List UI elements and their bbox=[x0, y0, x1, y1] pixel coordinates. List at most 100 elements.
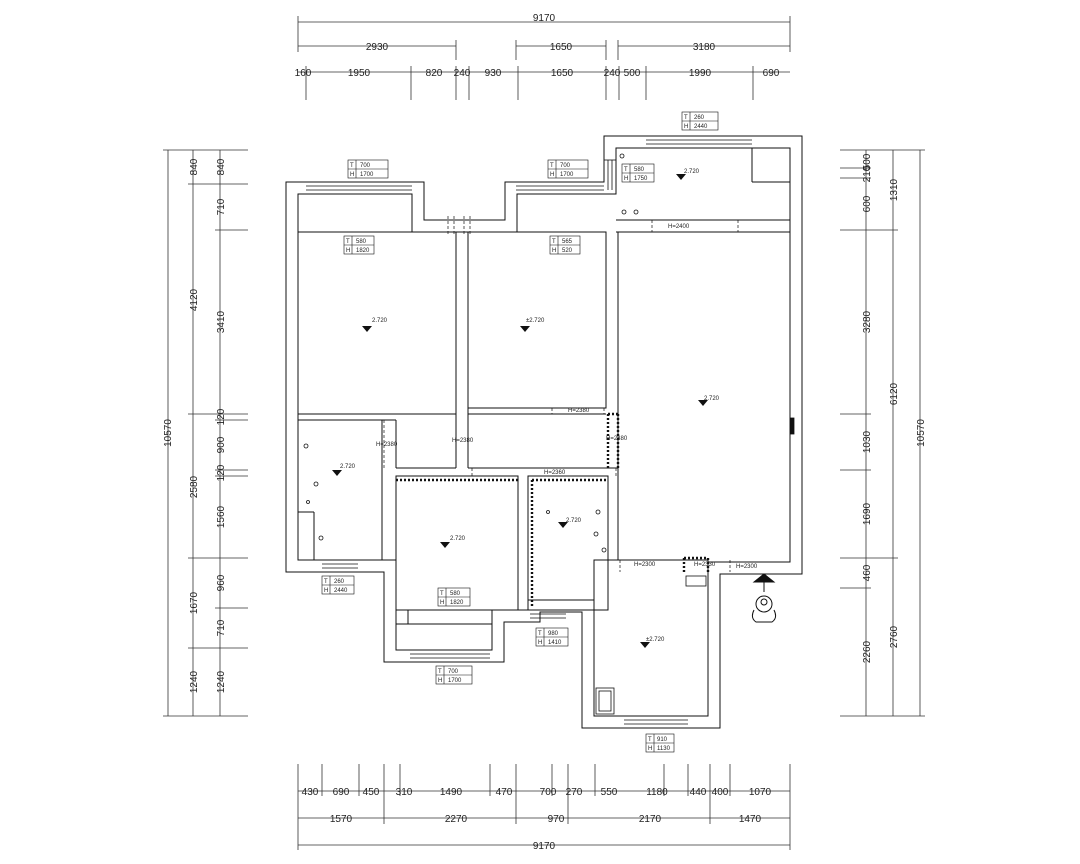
windows bbox=[306, 135, 752, 729]
svg-text:T: T bbox=[350, 163, 354, 169]
top-dim-2-2: 3180 bbox=[693, 42, 716, 53]
svg-text:H: H bbox=[648, 746, 652, 752]
bottom-dim-1-1: 690 bbox=[333, 787, 350, 798]
left-total-dim: 10570 bbox=[163, 419, 174, 447]
svg-text:T: T bbox=[550, 163, 554, 169]
tag-1-t: 700 bbox=[560, 163, 571, 169]
beam-label-6: H=2330 bbox=[694, 562, 716, 568]
right-inner-7: 2260 bbox=[862, 640, 873, 663]
svg-text:H: H bbox=[440, 600, 444, 606]
left-dimension-lines bbox=[163, 149, 248, 717]
svg-text:T: T bbox=[552, 239, 556, 245]
tag-9-t: 700 bbox=[448, 669, 459, 675]
right-inner-2: 600 bbox=[862, 195, 873, 212]
svg-text:H: H bbox=[624, 176, 628, 182]
right-outer-0: 1310 bbox=[889, 178, 900, 201]
left-inner-4: 900 bbox=[216, 436, 227, 453]
tag-5-h: 1750 bbox=[634, 176, 648, 182]
top-dim-2-0: 2930 bbox=[366, 42, 389, 53]
svg-text:T: T bbox=[624, 167, 628, 173]
bottom-dim-1-10: 440 bbox=[690, 787, 707, 798]
tag-8-t: 980 bbox=[548, 631, 559, 637]
left-inner-9: 1240 bbox=[216, 670, 227, 693]
svg-text:H: H bbox=[346, 248, 350, 254]
beam-label-7: H=2380 bbox=[606, 436, 628, 442]
tag-0-h: 1700 bbox=[360, 172, 374, 178]
bottom-dim-2-4: 1470 bbox=[739, 814, 762, 825]
tag-2-t: 260 bbox=[694, 115, 705, 121]
left-inner-1: 710 bbox=[216, 198, 227, 215]
bottom-dim-1-4: 1490 bbox=[440, 787, 463, 798]
tag-6-t: 260 bbox=[334, 579, 345, 585]
left-outer-1: 4120 bbox=[189, 288, 200, 311]
left-inner-6: 1560 bbox=[216, 505, 227, 528]
svg-text:H: H bbox=[350, 172, 354, 178]
svg-text:H: H bbox=[438, 678, 442, 684]
elevation-5: 2.720 bbox=[566, 518, 582, 524]
entry-marker bbox=[751, 573, 777, 623]
top-dim-2-1: 1650 bbox=[550, 42, 573, 53]
bottom-dim-1-7: 270 bbox=[566, 787, 583, 798]
bottom-dim-1-5: 470 bbox=[496, 787, 513, 798]
top-dim-3-2: 820 bbox=[426, 68, 443, 79]
elevation-0: 2.720 bbox=[372, 318, 388, 324]
right-outer-1: 6120 bbox=[889, 382, 900, 405]
left-inner-5: 120 bbox=[216, 464, 227, 481]
bottom-dim-2-3: 2170 bbox=[639, 814, 662, 825]
interior-walls bbox=[297, 148, 790, 717]
right-inner-0: 500 bbox=[862, 153, 873, 170]
left-inner-8: 710 bbox=[216, 619, 227, 636]
left-outer-3: 1670 bbox=[189, 591, 200, 614]
svg-text:T: T bbox=[440, 591, 444, 597]
left-outer-2: 2580 bbox=[189, 475, 200, 498]
svg-text:T: T bbox=[346, 239, 350, 245]
elevation-3: 2.720 bbox=[340, 464, 356, 470]
svg-text:H: H bbox=[324, 588, 328, 594]
svg-text:H: H bbox=[550, 172, 554, 178]
elevation-1: ±2.720 bbox=[526, 318, 545, 324]
tag-6-h: 2440 bbox=[334, 588, 348, 594]
dotted-openings bbox=[396, 412, 710, 608]
tag-9-h: 1700 bbox=[448, 678, 462, 684]
beam-label-1: H=2380 bbox=[568, 408, 590, 414]
beam-label-5: H=2300 bbox=[634, 562, 656, 568]
svg-text:T: T bbox=[538, 631, 542, 637]
fixtures bbox=[303, 153, 795, 715]
top-dim-3-3: 240 bbox=[454, 68, 471, 79]
bottom-dim-1-2: 450 bbox=[363, 787, 380, 798]
tag-3-t: 580 bbox=[356, 239, 367, 245]
tag-4-h: 520 bbox=[562, 248, 573, 254]
tag-0-t: 700 bbox=[360, 163, 371, 169]
bottom-dimension-lines bbox=[297, 764, 791, 850]
top-dim-3-0: 160 bbox=[295, 68, 312, 79]
bottom-total-dim: 9170 bbox=[533, 841, 556, 852]
top-dim-3-8: 1990 bbox=[689, 68, 712, 79]
bottom-dim-2-0: 1570 bbox=[330, 814, 353, 825]
left-inner-3: 120 bbox=[216, 408, 227, 425]
tag-3-h: 1820 bbox=[356, 248, 370, 254]
top-dim-3-6: 240 bbox=[604, 68, 621, 79]
tag-7-t: 580 bbox=[450, 591, 461, 597]
left-outer-4: 1240 bbox=[189, 670, 200, 693]
tag-10-t: 910 bbox=[657, 737, 668, 743]
tag-1-h: 1700 bbox=[560, 172, 574, 178]
tag-5-t: 580 bbox=[634, 167, 645, 173]
svg-text:T: T bbox=[438, 669, 442, 675]
top-dim-3-9: 690 bbox=[763, 68, 780, 79]
svg-text:T: T bbox=[648, 737, 652, 743]
elevation-2: 2.720 bbox=[704, 396, 720, 402]
bottom-dim-1-12: 1070 bbox=[749, 787, 772, 798]
beam-label-2: H=2380 bbox=[376, 442, 398, 448]
svg-text:H: H bbox=[538, 640, 542, 646]
elevation-7: ±2.720 bbox=[646, 637, 665, 643]
svg-text:H: H bbox=[684, 124, 688, 130]
right-inner-5: 1690 bbox=[862, 502, 873, 525]
bottom-dim-1-3: 310 bbox=[396, 787, 413, 798]
top-total-dim: 9170 bbox=[533, 13, 556, 24]
svg-text:H: H bbox=[552, 248, 556, 254]
right-total-dim: 10570 bbox=[916, 419, 927, 447]
bottom-dim-1-11: 400 bbox=[712, 787, 729, 798]
top-dimension-lines bbox=[297, 16, 791, 100]
right-inner-1: 210 bbox=[862, 165, 873, 182]
top-dim-3-5: 1650 bbox=[551, 68, 574, 79]
